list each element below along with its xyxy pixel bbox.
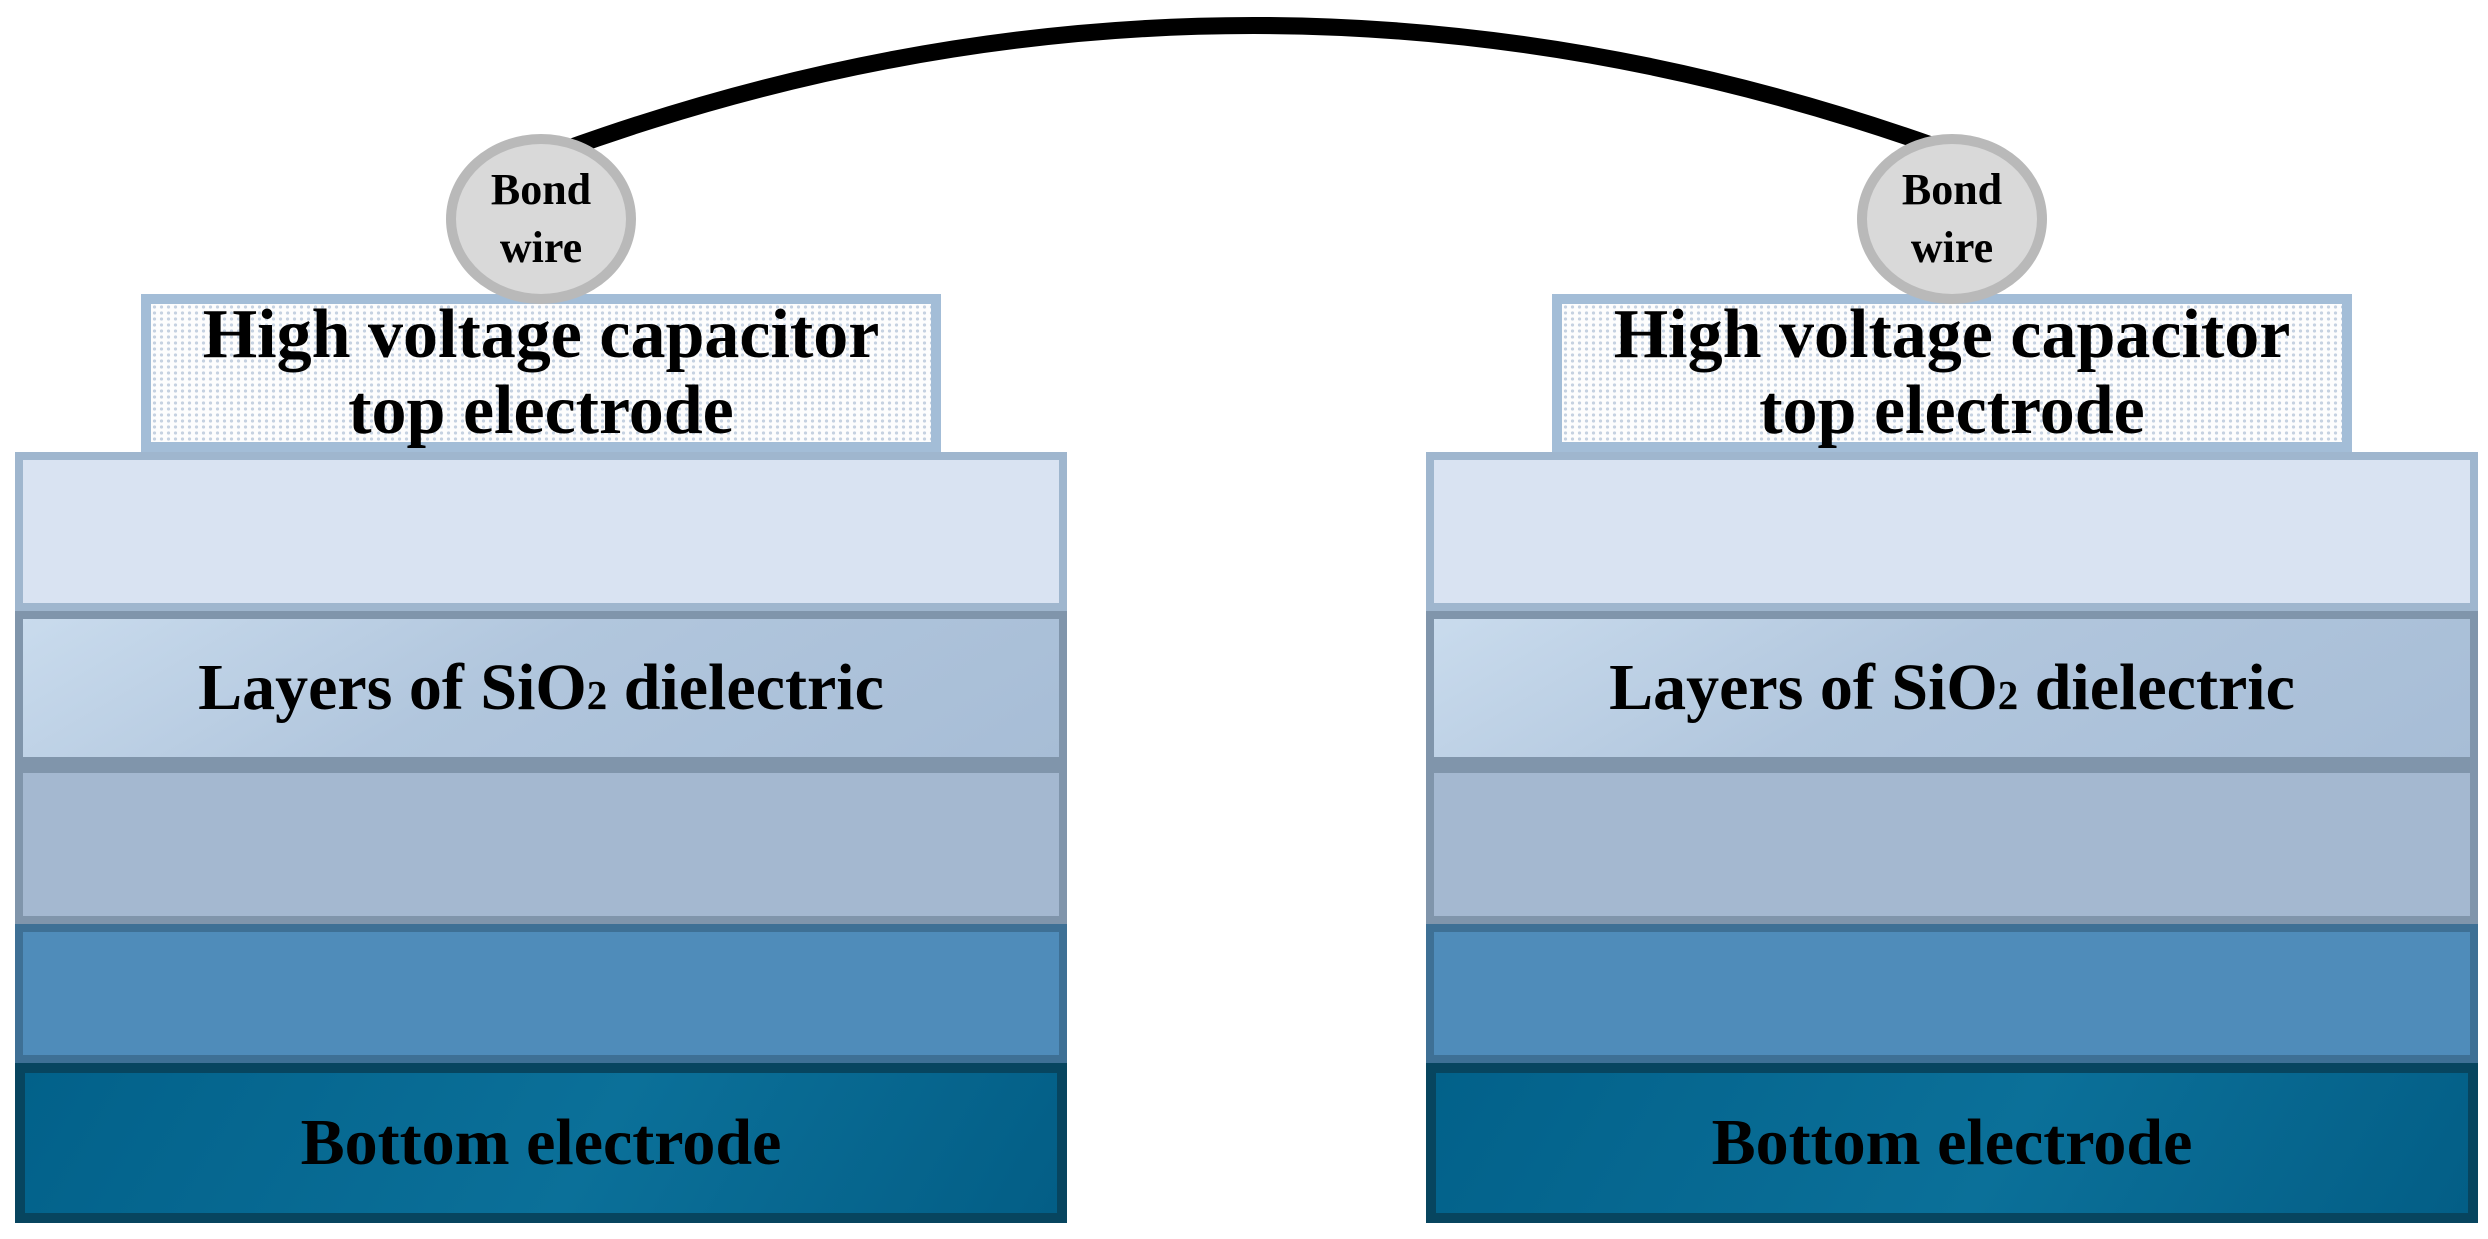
dielectric-label-subscript: 2 [1997,673,2019,718]
bottom-electrode: Bottom electrode [1426,1063,2478,1223]
bond-wire-label-line2: wire [499,223,583,272]
intermediate-layer [1426,924,2478,1063]
top-electrode: High voltage capacitor top electrode [141,294,941,452]
bond-wire-node: Bond wire [446,134,636,304]
dielectric-label: Layers of SiO2 dielectric [198,650,884,726]
bottom-electrode-label: Bottom electrode [300,1106,782,1179]
top-electrode-label-line1: High voltage capacitor [202,296,880,374]
dielectric-layer-3 [1426,765,2478,924]
dielectric-label-prefix: Layers of SiO [1609,651,1998,724]
bond-wire-label-line1: Bond [1901,164,2003,214]
top-electrode: High voltage capacitor top electrode [1552,294,2352,452]
dielectric-layer-1 [15,452,1067,611]
capacitor-stack-left: Bond wire High voltage capacitor top ele… [15,0,1067,1239]
bond-wire-node: Bond wire [1857,134,2047,304]
bottom-electrode: Bottom electrode [15,1063,1067,1223]
bond-wire-label-line1: Bond [490,164,592,214]
dielectric-label-suffix: dielectric [607,651,884,724]
dielectric-label-subscript: 2 [586,673,608,718]
top-electrode-label-line2: top electrode [348,372,734,449]
dielectric-layer-2: Layers of SiO2 dielectric [15,611,1067,765]
top-electrode-label-line1: High voltage capacitor [1613,296,2291,374]
dielectric-label-suffix: dielectric [2018,651,2295,724]
bond-wire-label-line2: wire [1910,223,1994,272]
dielectric-label-prefix: Layers of SiO [198,651,587,724]
intermediate-layer [15,924,1067,1063]
dielectric-layer-2: Layers of SiO2 dielectric [1426,611,2478,765]
capacitor-stack-right: Bond wire High voltage capacitor top ele… [1426,0,2478,1239]
dielectric-layer-1 [1426,452,2478,611]
bottom-electrode-label: Bottom electrode [1711,1106,2193,1179]
bond-wire-path [549,17,1943,161]
top-electrode-label-line2: top electrode [1759,372,2145,449]
dielectric-layer-3 [15,765,1067,924]
dielectric-label: Layers of SiO2 dielectric [1609,650,2295,726]
